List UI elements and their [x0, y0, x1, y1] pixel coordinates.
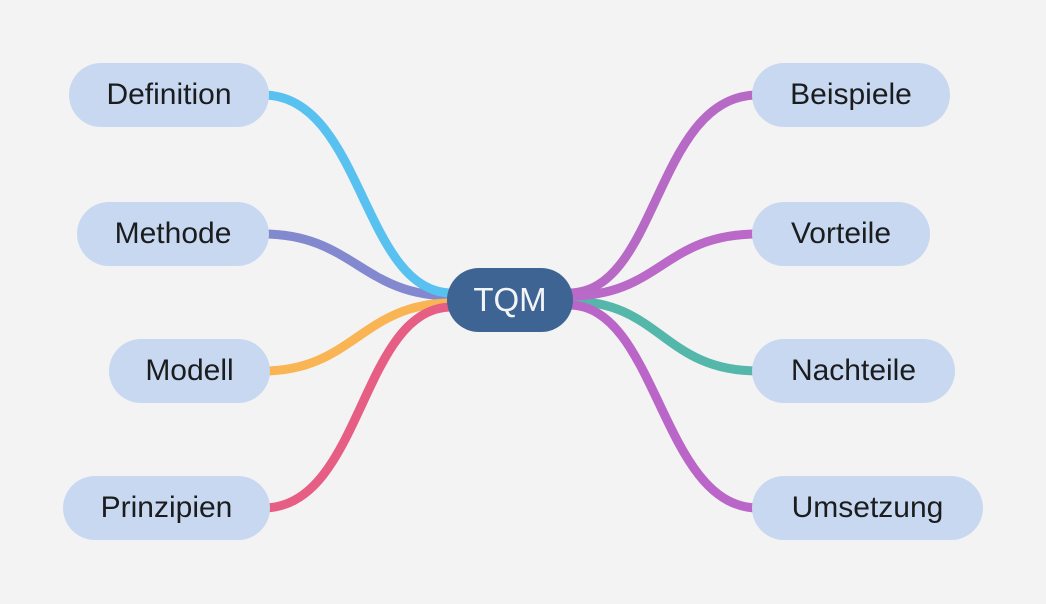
node-nachteile-label: Nachteile: [790, 354, 917, 387]
node-umsetzung-label: Umsetzung: [791, 491, 944, 524]
node-nachteile[interactable]: Nachteile: [752, 339, 955, 403]
branch-modell-curve: [258, 298, 457, 376]
node-umsetzung[interactable]: Umsetzung: [752, 476, 983, 540]
node-definition-label: Definition: [106, 78, 232, 111]
branch-methode-curve: [258, 229, 457, 301]
node-vorteile-label: Vorteile: [790, 217, 892, 250]
branch-vorteile-curve: [564, 229, 763, 301]
node-methode[interactable]: Methode: [77, 202, 269, 266]
node-methode-label: Methode: [114, 217, 232, 250]
node-beispiele[interactable]: Beispiele: [752, 63, 950, 127]
node-modell-label: Modell: [145, 354, 234, 387]
branch-umsetzung-curve: [564, 300, 763, 513]
node-center-tqm[interactable]: TQM: [447, 268, 573, 332]
branch-beispiele-curve: [564, 90, 763, 298]
node-center-tqm-label: TQM: [473, 281, 547, 318]
node-modell[interactable]: Modell: [109, 339, 270, 403]
branch-definition-curve: [258, 90, 457, 298]
node-definition[interactable]: Definition: [69, 63, 269, 127]
node-vorteile[interactable]: Vorteile: [752, 202, 930, 266]
branch-prinzipien-curve: [258, 302, 457, 513]
branch-nachteile-curve: [564, 296, 763, 376]
node-prinzipien[interactable]: Prinzipien: [63, 476, 270, 540]
node-beispiele-label: Beispiele: [790, 78, 912, 111]
node-prinzipien-label: Prinzipien: [100, 491, 233, 524]
